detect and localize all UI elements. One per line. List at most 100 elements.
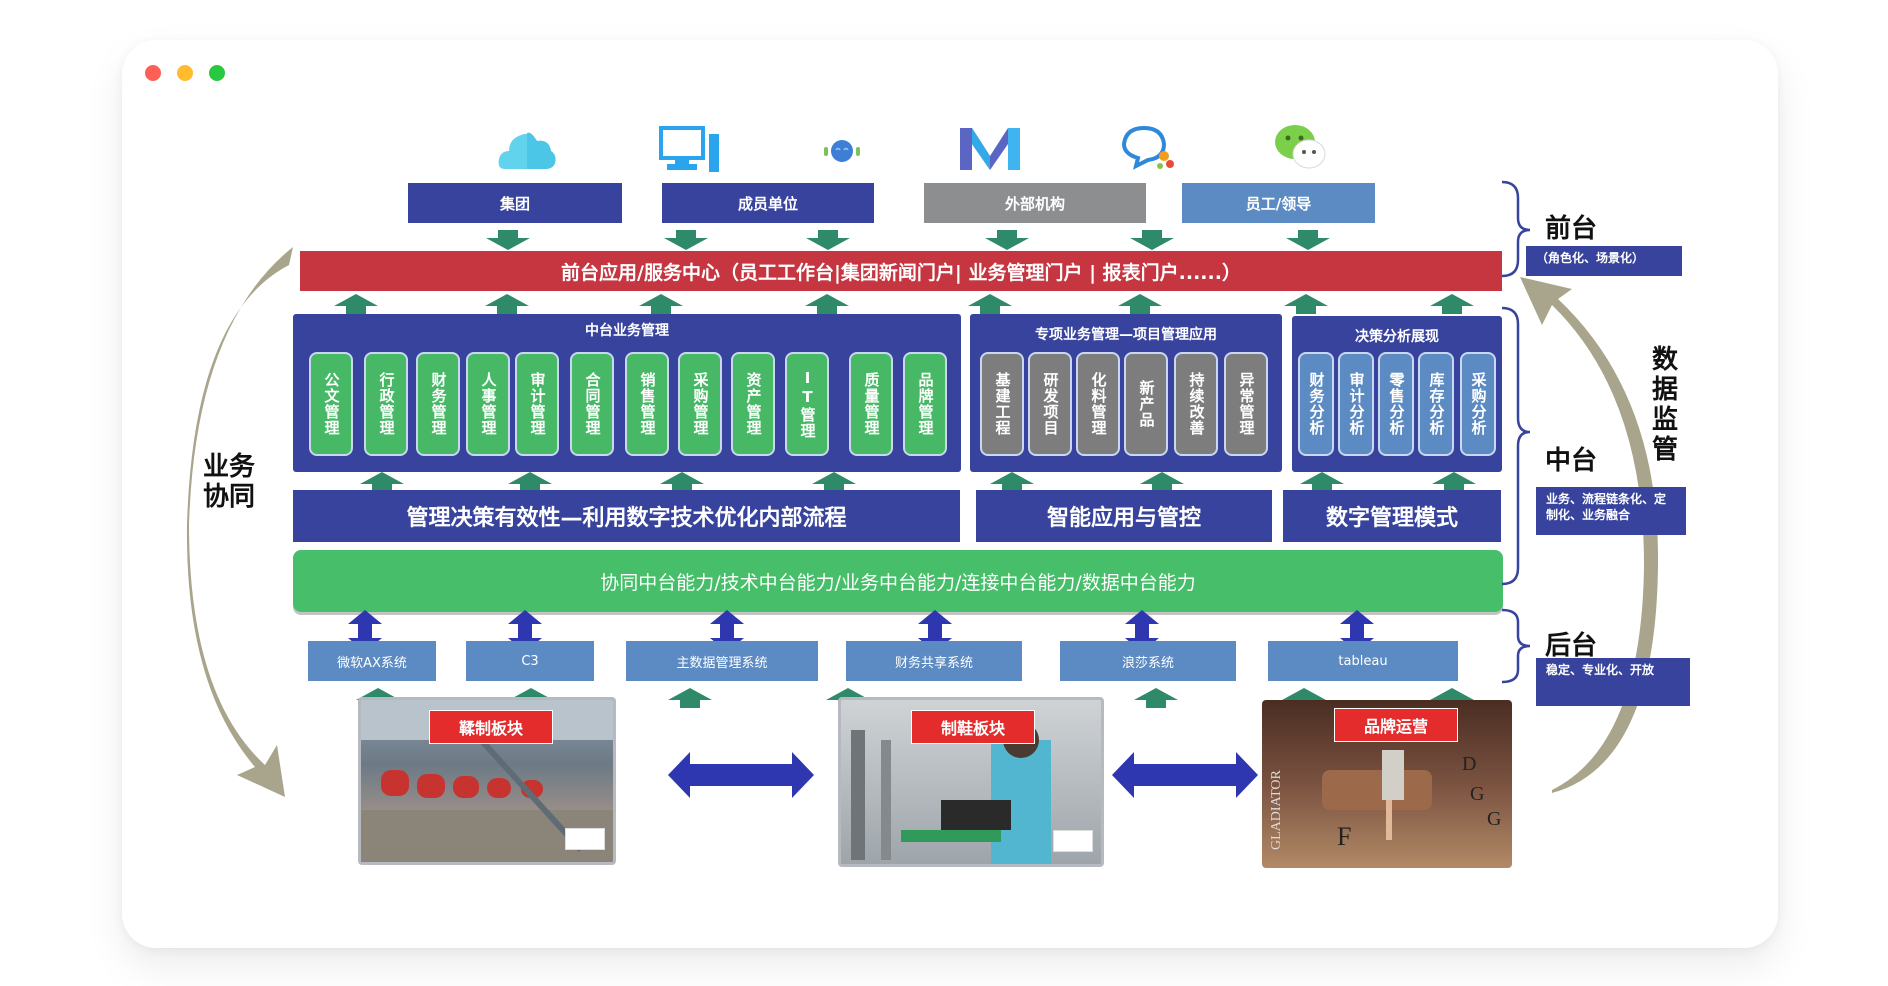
module-tile: 销售管理 bbox=[625, 352, 669, 456]
panel-decision-analysis-title: 决策分析展现 bbox=[1355, 329, 1439, 345]
m-logo-icon bbox=[960, 128, 1020, 170]
segment-link-arrow-2 bbox=[1112, 752, 1258, 798]
window-controls bbox=[145, 65, 225, 81]
system-box: 财务共享系统 bbox=[846, 641, 1022, 681]
module-tile: 人事管理 bbox=[466, 352, 510, 456]
up-arrow-icon bbox=[1432, 472, 1476, 492]
module-tile: 审计分析 bbox=[1338, 352, 1374, 456]
module-tile: 采购分析 bbox=[1460, 352, 1496, 456]
up-arrow-icon bbox=[660, 472, 704, 492]
svg-text:D: D bbox=[1462, 753, 1476, 775]
up-arrow-icon bbox=[1284, 294, 1328, 314]
module-tile: 基建工程 bbox=[980, 352, 1024, 456]
module-tile: 公文管理 bbox=[309, 352, 353, 456]
panel-middle-business-title: 中台业务管理 bbox=[585, 323, 669, 339]
segment-tanning-photo: 鞣制板块 bbox=[358, 697, 616, 865]
module-tile: 品牌管理 bbox=[903, 352, 947, 456]
svg-text:G: G bbox=[1487, 808, 1501, 830]
segment-tanning-tag: 鞣制板块 bbox=[429, 710, 553, 744]
up-arrow-icon bbox=[1430, 688, 1474, 708]
module-tile: 财务管理 bbox=[416, 352, 460, 456]
cloud-icon bbox=[498, 132, 556, 169]
up-arrow-icon bbox=[990, 472, 1034, 492]
system-box: tableau bbox=[1268, 641, 1458, 681]
down-arrow-icon bbox=[985, 230, 1029, 250]
module-tile: 库存分析 bbox=[1418, 352, 1454, 456]
up-arrow-icon bbox=[485, 294, 529, 314]
up-arrow-icon bbox=[968, 294, 1012, 314]
down-arrow-icon bbox=[1130, 230, 1174, 250]
down-arrow-icon bbox=[1286, 230, 1330, 250]
strip-digital-management-label: 数字管理模式 bbox=[1325, 506, 1458, 531]
source-external-orgs: 外部机构 bbox=[924, 183, 1146, 223]
capability-bar: 协同中台能力/技术中台能力/业务中台能力/连接中台能力/数据中台能力 bbox=[293, 550, 1503, 612]
up-arrow-icon bbox=[1118, 294, 1162, 314]
source-staff-leaders: 员工/领导 bbox=[1182, 183, 1375, 223]
module-tile: 化料管理 bbox=[1076, 352, 1120, 456]
system-box: C3 bbox=[466, 641, 594, 681]
up-arrow-icon bbox=[1134, 688, 1178, 708]
up-arrow-icon bbox=[508, 472, 552, 492]
down-arrow-icon bbox=[486, 230, 530, 250]
back-layer-title: 后台 bbox=[1545, 631, 1598, 661]
front-application-bar-label: 前台应用/服务中心（员工工作台|集团新闻门户| 业务管理门户 | 报表门户...… bbox=[561, 261, 1241, 284]
panel-middle-business: 中台业务管理 公文管理行政管理财务管理人事管理审计管理合同管理销售管理采购管理资… bbox=[293, 314, 961, 472]
source-member-units-label: 成员单位 bbox=[737, 194, 798, 213]
chat-bubble-icon bbox=[1121, 125, 1174, 170]
segment-brand-operation-tag: 品牌运营 bbox=[1334, 708, 1458, 742]
up-arrow-icon bbox=[668, 688, 712, 708]
up-arrow-icon bbox=[639, 294, 683, 314]
segment-brand-operation-label: 品牌运营 bbox=[1363, 717, 1428, 736]
system-box: 主数据管理系统 bbox=[626, 641, 818, 681]
segment-shoemaking-photo: 制鞋板块 bbox=[838, 697, 1104, 867]
source-member-units: 成员单位 bbox=[662, 183, 874, 223]
front-layer-title: 前台 bbox=[1545, 214, 1598, 244]
source-staff-leaders-label: 员工/领导 bbox=[1245, 194, 1312, 213]
robot-icon bbox=[824, 140, 860, 162]
up-arrow-icon bbox=[1140, 472, 1184, 492]
business-collaboration-label: 业务协同 bbox=[203, 452, 256, 512]
down-arrow-icon bbox=[806, 230, 850, 250]
segment-brand-operation-photo: GLADIATOR F G G D 品牌运营 bbox=[1262, 700, 1512, 868]
workshop-illustration bbox=[851, 722, 1051, 864]
middle-layer-title: 中台 bbox=[1545, 446, 1598, 476]
minimize-window-button[interactable] bbox=[177, 65, 193, 81]
module-tile: 研发项目 bbox=[1028, 352, 1072, 456]
module-tile: IT管理 bbox=[785, 352, 829, 456]
module-tile: 合同管理 bbox=[570, 352, 614, 456]
svg-text:F: F bbox=[1337, 822, 1351, 851]
up-arrow-icon bbox=[1300, 472, 1344, 492]
close-window-button[interactable] bbox=[145, 65, 161, 81]
data-supervision-arrow bbox=[1520, 277, 1659, 793]
strip-digital-management: 数字管理模式 bbox=[1283, 490, 1501, 542]
strip-management-effectiveness: 管理决策有效性—利用数字技术优化内部流程 bbox=[293, 490, 960, 542]
up-arrow-icon bbox=[360, 472, 404, 492]
middle-layer-note: 业务、流程链条化、定制化、业务融合 bbox=[1536, 487, 1686, 535]
up-arrow-icon bbox=[1430, 294, 1474, 314]
module-tile: 零售分析 bbox=[1378, 352, 1414, 456]
up-arrow-icon bbox=[805, 294, 849, 314]
maximize-window-button[interactable] bbox=[209, 65, 225, 81]
module-tile: 持续改善 bbox=[1174, 352, 1218, 456]
module-tile: 质量管理 bbox=[849, 352, 893, 456]
data-supervision-label: 数据监管 bbox=[1652, 345, 1679, 465]
module-tile: 行政管理 bbox=[364, 352, 408, 456]
layer-braces bbox=[1501, 180, 1531, 586]
back-brace bbox=[1501, 608, 1531, 684]
system-box: 浪莎系统 bbox=[1060, 641, 1236, 681]
brand-logo-icon bbox=[565, 828, 605, 850]
module-tile: 新产品 bbox=[1124, 352, 1168, 456]
up-arrow-icon bbox=[334, 294, 378, 314]
back-layer-note: 稳定、专业化、开放 bbox=[1536, 658, 1690, 706]
panel-decision-analysis: 决策分析展现 财务分析审计分析零售分析库存分析采购分析 bbox=[1292, 316, 1502, 472]
module-tile: 异常管理 bbox=[1224, 352, 1268, 456]
segment-shoemaking-label: 制鞋板块 bbox=[940, 719, 1005, 738]
up-arrow-icon bbox=[1282, 688, 1326, 708]
front-layer-note: （角色化、场景化） bbox=[1526, 246, 1682, 276]
module-tile: 采购管理 bbox=[678, 352, 722, 456]
svg-text:G: G bbox=[1470, 783, 1484, 805]
strip-intelligent-control-label: 智能应用与管控 bbox=[1046, 506, 1201, 531]
panel-special-projects-title: 专项业务管理—项目管理应用 bbox=[1035, 327, 1217, 343]
wechat-icon bbox=[1275, 125, 1326, 169]
brand-store-illustration: GLADIATOR F G G D bbox=[1269, 750, 1501, 851]
